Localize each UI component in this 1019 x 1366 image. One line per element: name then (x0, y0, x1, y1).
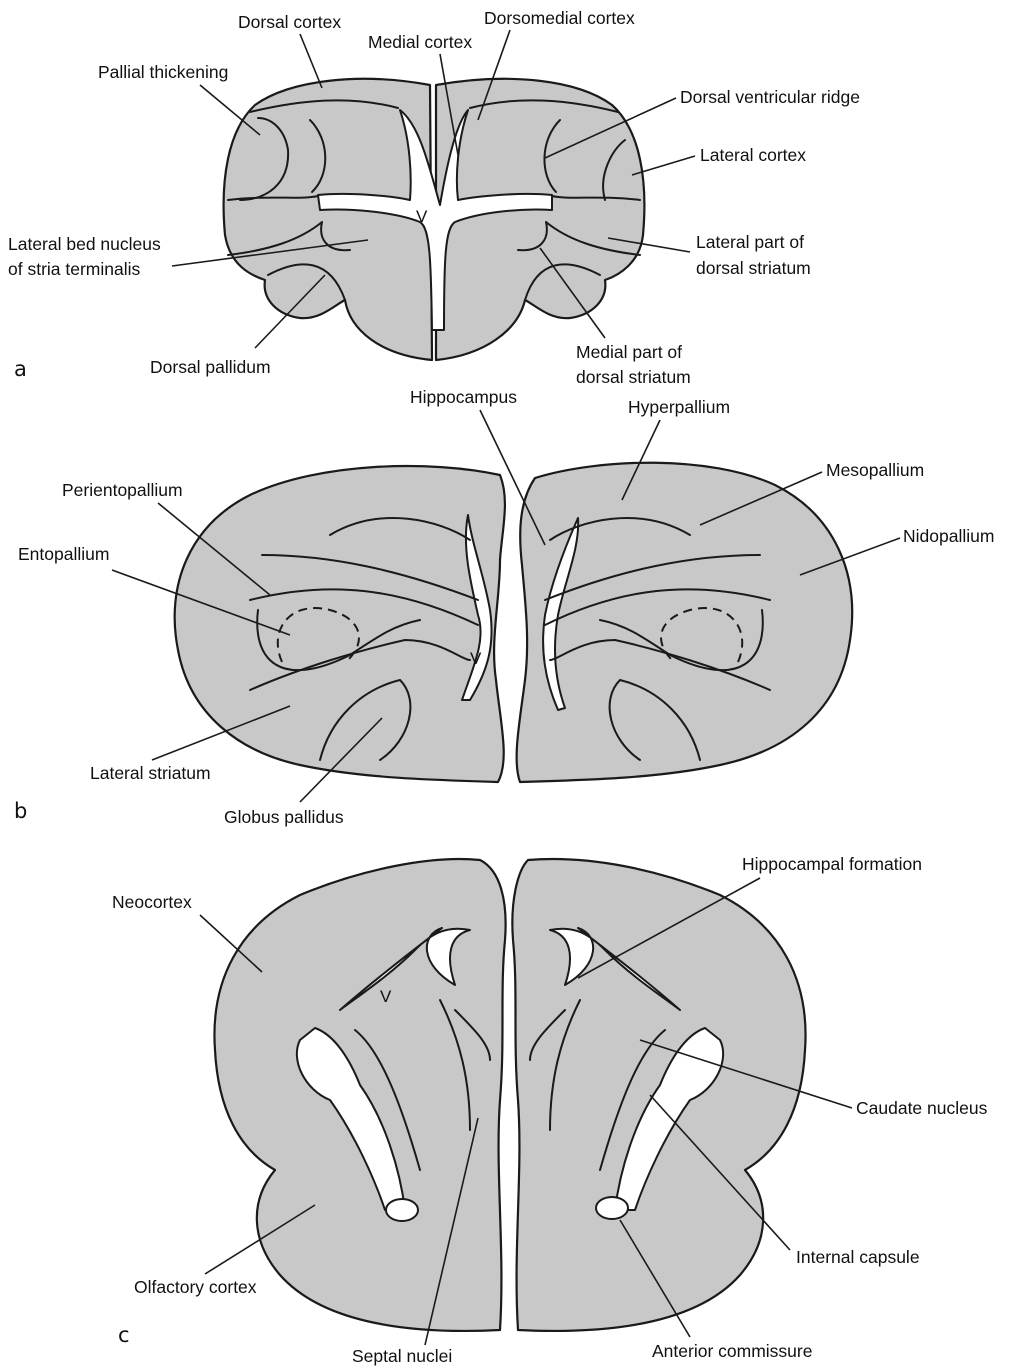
panel-c-right-commissure (596, 1197, 628, 1219)
label-medial-dorsal-striatum-1: Medial part of (576, 342, 682, 362)
label-lateral-dorsal-striatum-1: Lateral part of (696, 232, 804, 252)
panel-b-ventricle-label: V (470, 649, 482, 668)
label-perientopallium: Periento­pallium (62, 480, 183, 500)
label-hyperpallium: Hyperpallium (628, 397, 730, 417)
panel-b-left-hemisphere (175, 466, 505, 782)
label-septal-nuclei: Septal nuclei (352, 1346, 452, 1366)
panel-a-left-hemisphere (224, 79, 432, 360)
label-entopallium: Entopallium (18, 544, 109, 564)
label-medial-dorsal-striatum-2: dorsal striatum (576, 367, 691, 387)
panel-c-left-commissure (386, 1199, 418, 1221)
panel-c: V (214, 859, 805, 1331)
label-olfactory-cortex: Olfactory cortex (134, 1277, 257, 1297)
panel-a-letter: a (14, 357, 27, 381)
panel-c-ventricle-label: V (380, 987, 392, 1006)
label-dorsomedial-cortex: Dorsomedial cortex (484, 8, 635, 28)
label-nidopallium: Nidopallium (903, 526, 994, 546)
label-globus-pallidus: Globus pallidus (224, 807, 344, 827)
label-dorsal-cortex: Dorsal cortex (238, 12, 341, 32)
label-medial-cortex: Medial cortex (368, 32, 472, 52)
label-mesopallium: Mesopallium (826, 460, 924, 480)
panel-a: V (224, 79, 645, 360)
panel-c-letter: c (118, 1323, 130, 1347)
label-caudate-nucleus: Caudate nucleus (856, 1098, 988, 1118)
panel-a-right-hemisphere (436, 79, 644, 360)
leader-dorsal-cortex (300, 34, 322, 88)
label-lateral-bed-nucleus-1: Lateral bed nucleus (8, 234, 161, 254)
label-lateral-dorsal-striatum-2: dorsal striatum (696, 258, 811, 278)
label-anterior-commissure: Anterior commissure (652, 1341, 812, 1361)
label-lateral-bed-nucleus-2: of stria terminalis (8, 259, 141, 279)
label-lateral-striatum: Lateral striatum (90, 763, 211, 783)
panel-b-letter: b (14, 799, 27, 823)
label-neocortex: Neocortex (112, 892, 192, 912)
label-dorsal-pallidum: Dorsal pallidum (150, 357, 271, 377)
label-pallial-thickening: Pallial thickening (98, 62, 228, 82)
panel-b: V (175, 463, 852, 782)
label-hippocampal-formation: Hippocampal formation (742, 854, 922, 874)
label-dorsal-ventricular-ridge: Dorsal ventricular ridge (680, 87, 860, 107)
panel-b-right-hemisphere (517, 463, 853, 782)
label-hippocampus: Hippocampus (410, 387, 517, 407)
label-internal-capsule: Internal capsule (796, 1247, 920, 1267)
label-lateral-cortex: Lateral cortex (700, 145, 806, 165)
panel-a-ventricle-label: V (416, 207, 428, 226)
